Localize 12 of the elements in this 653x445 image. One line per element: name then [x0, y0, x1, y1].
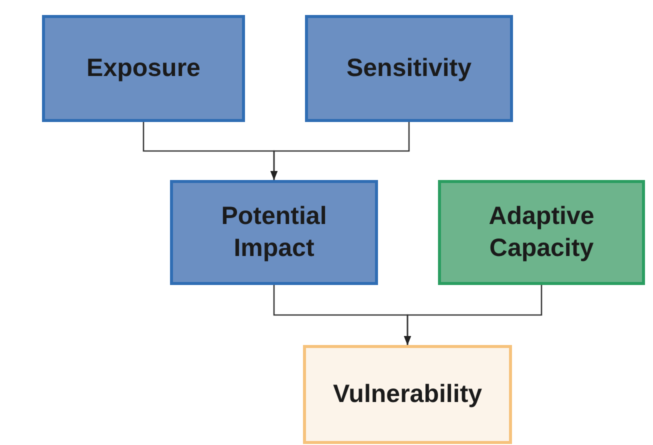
box-label: Adaptive Capacity [488, 201, 596, 264]
process-box [42, 15, 245, 122]
box-label: Vulnerability [332, 378, 484, 410]
box-label: Sensitivity [345, 52, 473, 84]
connector-arrow [270, 122, 410, 180]
box-label: Potential Impact [220, 201, 328, 264]
process-box [303, 345, 512, 444]
process-box [438, 180, 645, 285]
process-box [305, 15, 513, 122]
process-box [170, 180, 378, 285]
connector-arrow [404, 285, 542, 345]
box-label: Exposure [86, 52, 202, 84]
